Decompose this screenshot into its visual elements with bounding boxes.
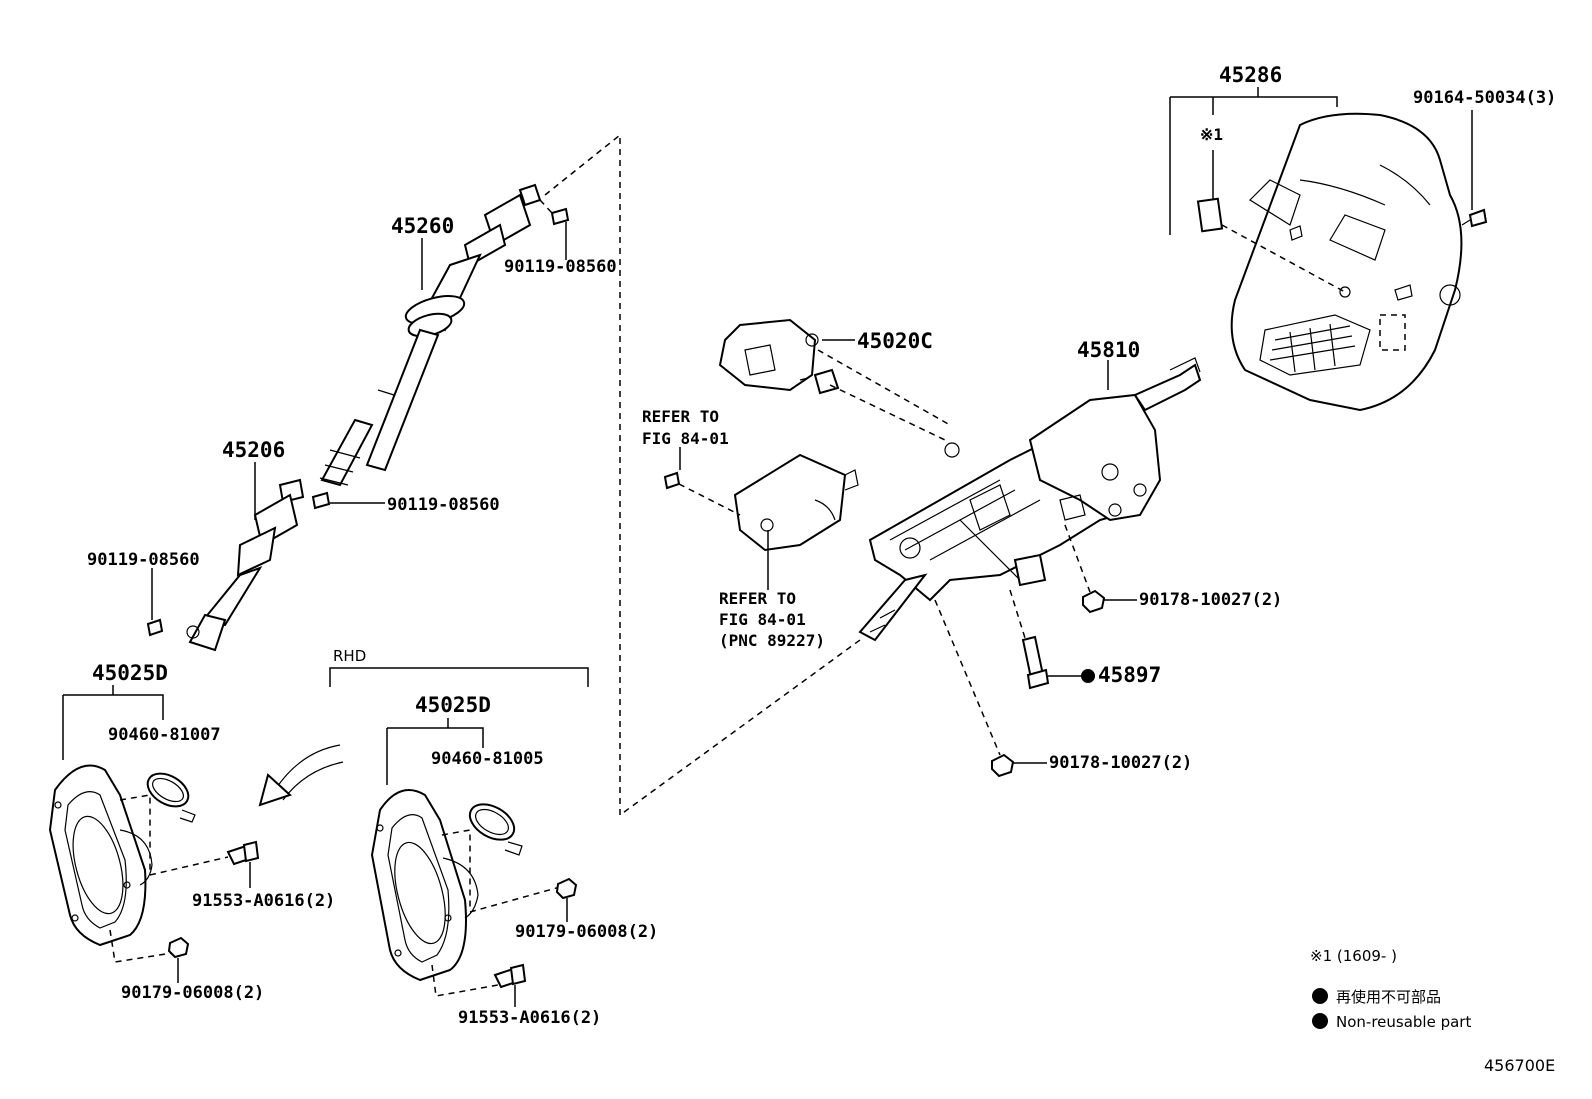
- steering-column-45810[interactable]: [858, 357, 1202, 642]
- label-90178-10027-b: 90178-10027(2): [1049, 753, 1192, 773]
- label-90119-08560-a: 90119-08560: [504, 257, 617, 277]
- label-90460-81007: 90460-81007: [108, 725, 221, 745]
- nut-90178-10027-b[interactable]: [991, 753, 1015, 778]
- steering-sliding-yoke-45206[interactable]: [186, 478, 305, 652]
- label-91553-a0616-left: 91553-A0616(2): [192, 891, 335, 911]
- column-cover-45286[interactable]: [1196, 112, 1463, 412]
- bolt-91553-a0616-left[interactable]: [226, 840, 260, 866]
- label-45260: 45260: [391, 214, 454, 238]
- bolt-90119-08560-c[interactable]: [146, 618, 164, 637]
- bolt-90119-08560-b[interactable]: [311, 491, 331, 510]
- bracket-fig-84-01[interactable]: [733, 453, 859, 552]
- label-90179-06008-right: 90179-06008(2): [515, 922, 658, 942]
- label-90119-08560-b: 90119-08560: [387, 495, 500, 515]
- label-90460-81005: 90460-81005: [431, 749, 544, 769]
- refer-1-line-2: FIG 84-01: [642, 429, 729, 448]
- note-1-range: ※1 (1609- ): [1310, 947, 1397, 965]
- label-90119-08560-c: 90119-08560: [87, 550, 200, 570]
- label-45286: 45286: [1219, 63, 1282, 87]
- figure-code: 456700E: [1484, 1056, 1555, 1075]
- nut-90179-06008-right[interactable]: [555, 877, 578, 900]
- refer-1-line-1: REFER TO: [642, 407, 719, 426]
- label-45897: 45897: [1098, 663, 1161, 687]
- legend-non-reusable-en: Non-reusable part: [1336, 1013, 1471, 1031]
- screw-90164-50034[interactable]: [1461, 208, 1488, 228]
- legend-bullet-en: [1312, 1013, 1328, 1029]
- label-90179-06008-left: 90179-06008(2): [121, 983, 264, 1003]
- label-90178-10027-a: 90178-10027(2): [1139, 590, 1282, 610]
- label-90164-50034: 90164-50034(3): [1413, 88, 1556, 108]
- clamp-90460-81007[interactable]: [142, 767, 196, 823]
- label-45025d-left: 45025D: [92, 661, 168, 685]
- bolt-90119-08560-a[interactable]: [550, 207, 570, 226]
- column-hole-cover-45025d-right[interactable]: [370, 789, 479, 982]
- intermediate-shaft-45260[interactable]: [319, 183, 542, 487]
- sensor-45020c[interactable]: [718, 318, 840, 395]
- refer-2-line-3: (PNC 89227): [719, 631, 825, 650]
- label-45025d-right: 45025D: [415, 693, 491, 717]
- nut-90178-10027-a[interactable]: [1082, 589, 1106, 614]
- label-45020c: 45020C: [857, 329, 933, 353]
- clamp-90460-81005[interactable]: [464, 797, 523, 856]
- non-reusable-marker-45897: [1081, 669, 1095, 683]
- label-45810: 45810: [1077, 338, 1140, 362]
- label-rhd: RHD: [333, 647, 366, 665]
- legend-non-reusable-jp: 再使用不可部品: [1336, 988, 1441, 1006]
- refer-2-line-2: FIG 84-01: [719, 610, 806, 629]
- arrow-icon: [258, 744, 344, 807]
- label-plate: [1196, 197, 1224, 233]
- bolt-91553-a0616-right[interactable]: [493, 963, 527, 989]
- column-hole-cover-45025d-left[interactable]: [48, 764, 153, 947]
- nut-90179-06008-left[interactable]: [167, 936, 190, 959]
- refer-2-line-1: REFER TO: [719, 589, 796, 608]
- note-1-marker: ※1: [1200, 125, 1223, 144]
- label-45206: 45206: [222, 438, 285, 462]
- bolt-45897[interactable]: [1021, 635, 1050, 690]
- legend-bullet-jp: [1312, 988, 1328, 1004]
- screw-fig-84-01[interactable]: [663, 471, 681, 490]
- label-91553-a0616-right: 91553-A0616(2): [458, 1008, 601, 1028]
